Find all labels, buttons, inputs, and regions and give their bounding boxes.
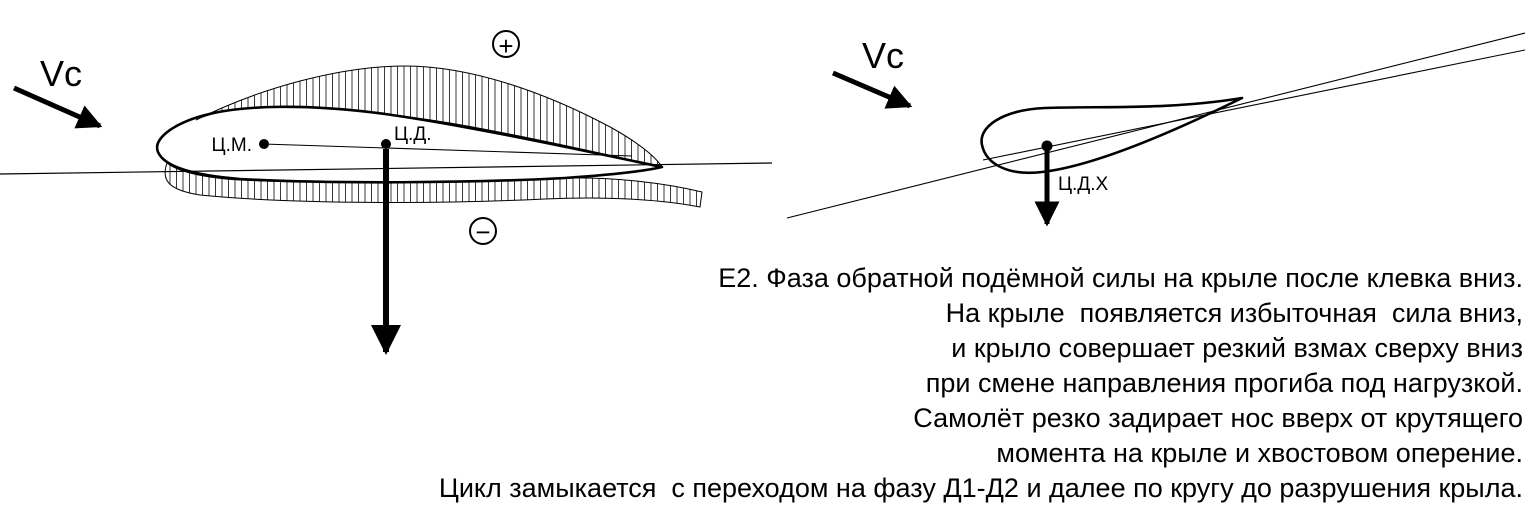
right-chord-line-upper (982, 49, 1526, 161)
center-of-pressure-dot (381, 139, 391, 149)
caption-line: На крыле появляется избыточная сила вниз… (945, 298, 1523, 328)
caption-line: момента на крыле и хвостовом оперение. (996, 438, 1523, 468)
right-center-of-pressure-label: Ц.Д.Х (1058, 174, 1108, 195)
caption-block: Е2. Фаза обратной подёмной силы на крыле… (439, 261, 1523, 506)
minus-sign: − (475, 217, 490, 247)
caption-line: Цикл замыкается с переходом на фазу Д1-Д… (438, 473, 1523, 503)
right-velocity-label: Vc (862, 35, 904, 76)
lower-pressure-hatch (164, 162, 703, 208)
center-of-mass-dot (259, 139, 269, 149)
plus-sign: + (498, 31, 513, 61)
center-of-mass-label: Ц.М. (212, 135, 252, 156)
minus-sign-circle (469, 217, 497, 245)
caption-line: и крыло совершает резкий взмах сверху вн… (951, 333, 1523, 363)
right-chord-line-lower (786, 32, 1526, 219)
cm-cp-segment (262, 143, 633, 157)
caption-line: Е2. Фаза обратной подёмной силы на крыле… (718, 263, 1523, 293)
caption-line: Самолёт резко задирает нос вверх от крут… (913, 403, 1523, 433)
plus-sign-circle (492, 30, 520, 58)
right-velocity-arrow (832, 70, 913, 109)
left-velocity-arrow (12, 85, 103, 129)
left-velocity-label: Vc (40, 53, 82, 94)
center-of-pressure-label: Ц.Д. (394, 124, 431, 145)
left-airfoil-outline (155, 105, 664, 184)
right-center-of-pressure-dot (1041, 140, 1053, 152)
caption-line: при смене направления прогиба под нагруз… (925, 368, 1523, 398)
right-airfoil-outline (980, 96, 1244, 175)
